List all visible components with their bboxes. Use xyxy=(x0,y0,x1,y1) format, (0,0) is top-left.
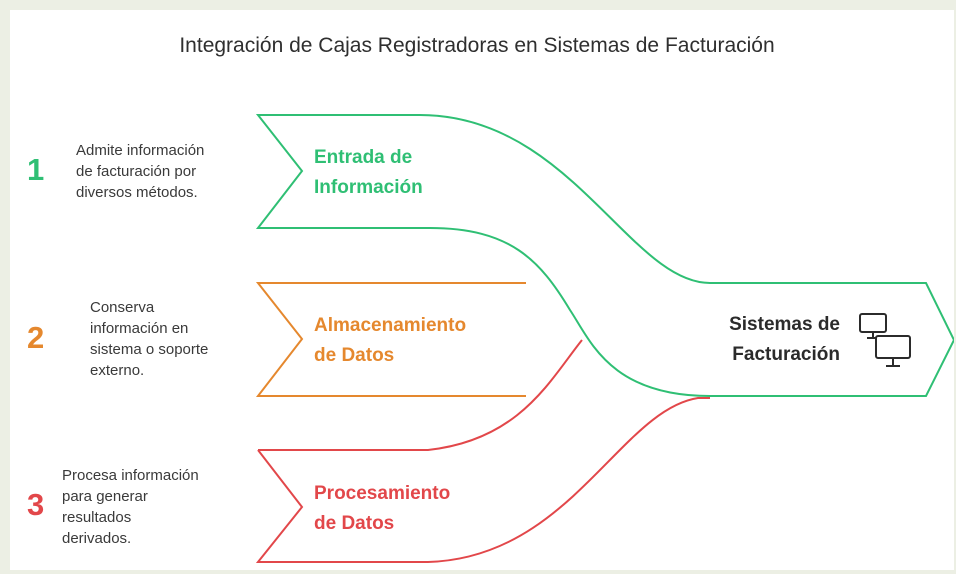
computers-icon xyxy=(859,313,911,367)
stage-1-shape xyxy=(255,114,954,397)
stage-2-label-line: Almacenamiento xyxy=(314,315,467,336)
stage-3-label: Procesamiento de Datos xyxy=(314,479,450,539)
stage-1-number: 1 xyxy=(27,152,45,187)
stage-3-desc-line: derivados. xyxy=(62,530,132,547)
stage-1-label-line: Entrada de xyxy=(314,147,413,168)
stage-1-description: Admite información de facturación por di… xyxy=(76,140,204,203)
stage-2-number: 2 xyxy=(27,320,45,355)
stage-2-label: Almacenamiento de Datos xyxy=(314,311,466,371)
stage-3-label-line: Procesamiento xyxy=(314,483,451,504)
stage-2-desc-line: información en xyxy=(90,320,189,337)
stage-1-desc-line: Admite información xyxy=(76,142,205,159)
stage-3-description: Procesa información para generar resulta… xyxy=(62,465,199,549)
stage-1-desc-line: diversos métodos. xyxy=(76,184,198,201)
stage-3-desc-line: Procesa información xyxy=(62,467,199,484)
diagram-canvas: Integración de Cajas Registradoras en Si… xyxy=(10,10,954,570)
output-label-line: Sistemas de xyxy=(729,314,840,335)
stage-2-desc-line: externo. xyxy=(90,362,145,379)
output-label-line: Facturación xyxy=(732,344,840,365)
output-label: Sistemas de Facturación xyxy=(700,310,840,370)
stage-2-shape xyxy=(255,282,526,397)
stage-3-label-line: de Datos xyxy=(314,513,395,534)
diagram-title: Integración de Cajas Registradoras en Si… xyxy=(179,34,775,57)
stage-3-desc-line: para generar xyxy=(62,488,148,505)
flow-diagram xyxy=(255,114,954,563)
stage-2-desc-line: Conserva xyxy=(90,299,155,316)
stage-2-description: Conserva información en sistema o soport… xyxy=(90,297,208,381)
stage-3-desc-line: resultados xyxy=(62,509,132,526)
stage-1-label: Entrada de Información xyxy=(314,143,423,203)
stage-3-number: 3 xyxy=(27,487,45,522)
stage-2-desc-line: sistema o soporte xyxy=(90,341,209,358)
stage-1-label-line: Información xyxy=(314,177,423,198)
stage-2-label-line: de Datos xyxy=(314,345,395,366)
stage-3-shape xyxy=(255,339,710,563)
stage-1-desc-line: de facturación por xyxy=(76,163,197,180)
